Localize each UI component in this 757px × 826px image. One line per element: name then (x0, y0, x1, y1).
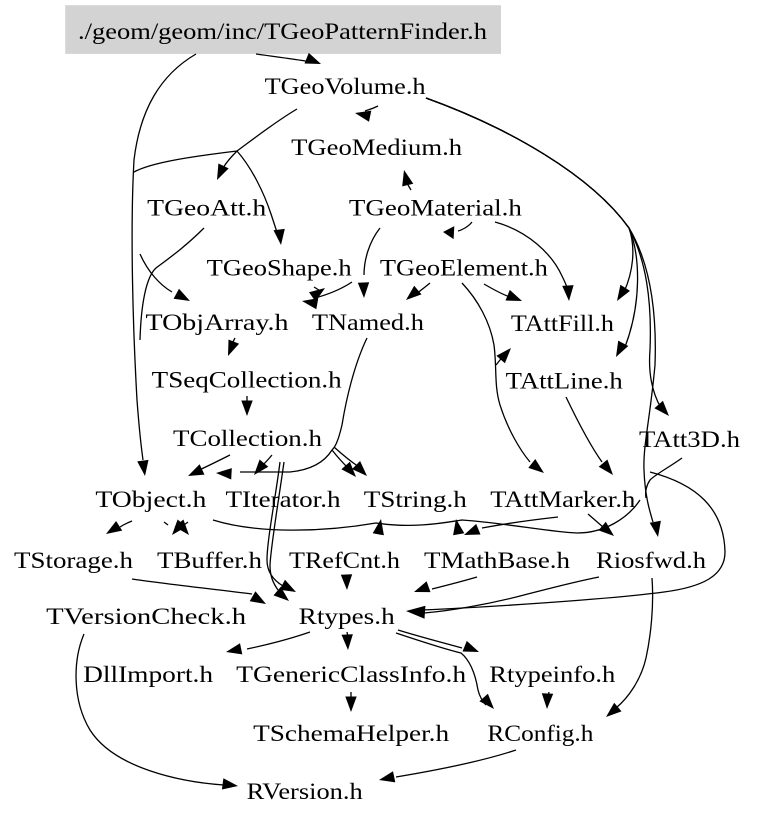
svg-text:TGeoMaterial.h: TGeoMaterial.h (349, 195, 522, 221)
svg-text:TAttLine.h: TAttLine.h (506, 369, 623, 395)
svg-text:TBuffer.h: TBuffer.h (157, 548, 262, 574)
svg-text:TIterator.h: TIterator.h (226, 487, 341, 513)
svg-text:Rtypes.h: Rtypes.h (299, 604, 395, 630)
svg-text:TGeoVolume.h: TGeoVolume.h (265, 74, 426, 100)
svg-text:TAtt3D.h: TAtt3D.h (639, 427, 740, 453)
svg-text:TAttMarker.h: TAttMarker.h (490, 487, 635, 513)
svg-text:Rtypeinfo.h: Rtypeinfo.h (489, 662, 615, 688)
svg-text:TStorage.h: TStorage.h (14, 548, 133, 574)
svg-text:TVersionCheck.h: TVersionCheck.h (46, 604, 246, 630)
svg-text:RConfig.h: RConfig.h (487, 721, 593, 747)
svg-text:TNamed.h: TNamed.h (312, 310, 424, 336)
svg-text:TGeoShape.h: TGeoShape.h (207, 256, 352, 282)
svg-text:TMathBase.h: TMathBase.h (424, 548, 570, 574)
svg-text:TObjArray.h: TObjArray.h (146, 310, 289, 336)
svg-text:TString.h: TString.h (364, 487, 467, 513)
svg-text:TCollection.h: TCollection.h (173, 426, 322, 452)
svg-text:./geom/geom/inc/TGeoPatternFin: ./geom/geom/inc/TGeoPatternFinder.h (78, 19, 487, 45)
svg-text:TGenericClassInfo.h: TGenericClassInfo.h (236, 662, 466, 688)
svg-text:RVersion.h: RVersion.h (247, 779, 363, 805)
svg-text:TSeqCollection.h: TSeqCollection.h (152, 368, 342, 394)
svg-text:TObject.h: TObject.h (95, 487, 206, 513)
svg-text:DllImport.h: DllImport.h (83, 662, 213, 688)
svg-text:TGeoAtt.h: TGeoAtt.h (147, 195, 266, 221)
svg-text:TSchemaHelper.h: TSchemaHelper.h (253, 721, 449, 747)
svg-text:Riosfwd.h: Riosfwd.h (596, 548, 706, 574)
svg-text:TGeoElement.h: TGeoElement.h (380, 256, 548, 282)
svg-text:TAttFill.h: TAttFill.h (511, 311, 614, 337)
svg-text:TGeoMedium.h: TGeoMedium.h (291, 135, 462, 161)
svg-text:TRefCnt.h: TRefCnt.h (289, 548, 400, 574)
